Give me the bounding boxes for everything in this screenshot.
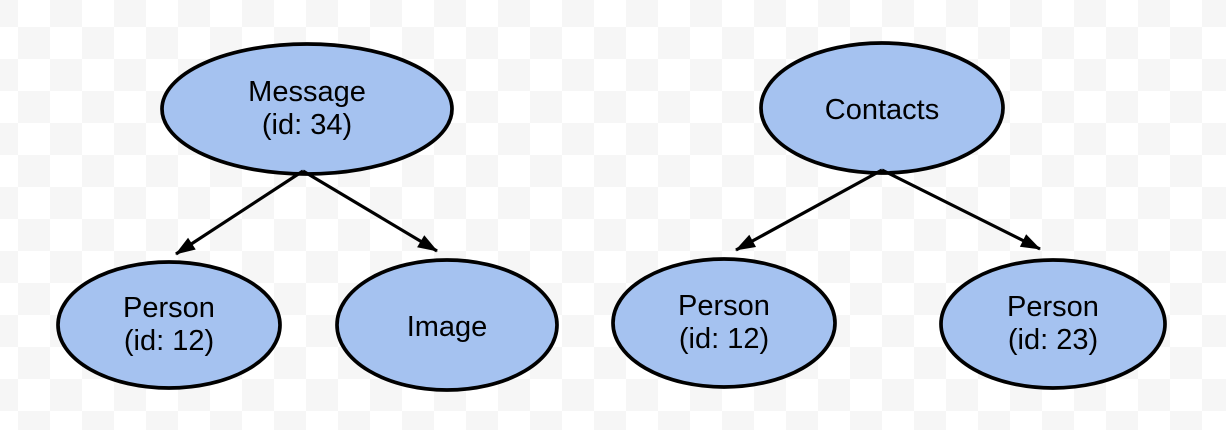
edge-message-to-person-12	[175, 169, 304, 256]
node-contacts	[759, 41, 1005, 175]
node-person-12-right-sublabel: (id: 12)	[679, 323, 769, 355]
node-person-12-left-label: Person	[123, 292, 215, 324]
tree-contacts: Contacts Person (id: 12) Person (id: 23)	[611, 41, 1167, 390]
tree-message: Message (id: 34) Person (id: 12) Image	[56, 42, 559, 392]
edge-contacts-to-person-12	[735, 168, 883, 252]
node-person-12-left-sublabel: (id: 12)	[124, 325, 214, 357]
node-contacts-label: Contacts	[825, 94, 939, 126]
node-image-label: Image	[407, 311, 488, 343]
node-message-label: Message	[248, 76, 366, 108]
edge-message-to-image	[302, 169, 438, 253]
node-person-23-sublabel: (id: 23)	[1008, 324, 1098, 356]
node-image	[335, 258, 559, 392]
node-person-23	[939, 258, 1167, 390]
node-message-sublabel: (id: 34)	[262, 109, 352, 141]
node-person-23-label: Person	[1007, 291, 1099, 323]
node-person-12-left	[56, 260, 282, 390]
node-person-12-right-label: Person	[678, 290, 770, 322]
node-person-12-right	[611, 257, 837, 389]
edge-contacts-to-person-23	[881, 168, 1041, 251]
